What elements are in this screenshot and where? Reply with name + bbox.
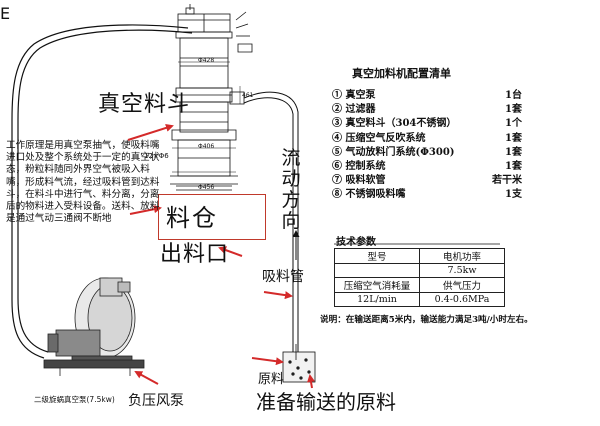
tech-note: 说明：在输送距离5米内，输送能力满足3吨/小时左右。 xyxy=(320,315,533,325)
vacuum-pipe-loop xyxy=(11,24,193,359)
dim-d1: Φ428 xyxy=(198,57,215,64)
dim-d4: 12×Φ6 xyxy=(144,152,169,160)
config-title: 真空加料机配置清单 xyxy=(352,67,451,80)
table-row: 7.5kw xyxy=(334,263,505,278)
table-row: 型号电机功率 xyxy=(334,248,505,264)
raw-material-bin xyxy=(282,344,316,383)
dim-d3: Φ456 xyxy=(198,184,215,191)
suction-pipe xyxy=(243,91,299,352)
config-item: ⑤ 气动放料门系统(Φ300)1套 xyxy=(332,146,522,158)
table-row: 压缩空气消耗量供气压力 xyxy=(334,277,505,293)
label-flow-direction: 流动方向 xyxy=(281,147,301,232)
vacuum-hopper-drawing xyxy=(170,4,253,191)
label-silo: 料仓 xyxy=(166,204,218,232)
corner-mark: E xyxy=(0,4,11,23)
label-prepare-raw: 准备输送的原料 xyxy=(256,390,396,414)
vacuum-pump-drawing xyxy=(43,277,145,376)
silo-box xyxy=(158,194,266,240)
tech-title: 技术参数 xyxy=(336,237,376,248)
label-suction-pipe: 吸料管 xyxy=(262,269,304,285)
dim-d2: Φ406 xyxy=(198,143,215,150)
label-vacuum-hopper: 真空料斗 xyxy=(98,92,191,117)
label-raw-material: 原料 xyxy=(258,372,285,387)
label-negative-fan: 负压风泵 xyxy=(128,393,184,409)
pointer-arrows xyxy=(127,124,315,389)
label-discharge: 出料口 xyxy=(160,242,230,267)
config-item: ③ 真空料斗（304不锈钢）1个 xyxy=(332,118,522,130)
config-item: ⑦ 吸料软管若干米 xyxy=(332,175,522,187)
principle-text: 工作原理是用真空泵抽气，使吸料嘴进口处及整个系统处于一定的真空状态，粉粒料随同外… xyxy=(6,140,160,225)
pump-caption: 二级旋蜗真空泵(7.5kw) xyxy=(34,395,115,404)
dim-side: 461 xyxy=(242,92,254,99)
